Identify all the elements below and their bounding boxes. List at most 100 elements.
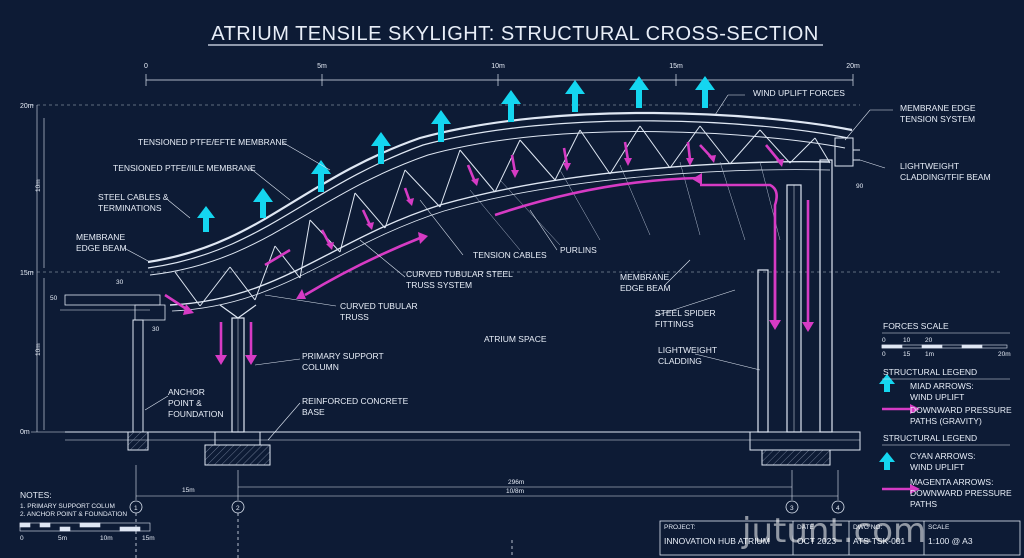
legend-magenta-text: DOWNWARD PRESSURE: [910, 488, 1012, 498]
gravity-arrows: [164, 141, 912, 491]
top-scale-label: 10m: [491, 63, 505, 70]
forces-scale-tick: 0: [882, 351, 886, 358]
callout-primary-support: PRIMARY SUPPORT: [302, 351, 384, 361]
callout-curved-truss-system: TRUSS SYSTEM: [406, 280, 472, 290]
callout-steel-spider: STEEL SPIDER: [655, 308, 716, 318]
truss-bottom-chord-2: [171, 169, 831, 312]
right-column-a: [757, 269, 769, 433]
title-block-dwg-label: DWG NO:: [853, 524, 882, 531]
notes-scale-label: 0: [20, 535, 24, 542]
callout-wind-uplift: WIND UPLIFT FORCES: [753, 88, 845, 98]
callout-membrane-edge-beam-right: MEMBRANE: [620, 272, 669, 282]
tension-cables: [469, 161, 781, 251]
bottom-dim: 296m: [508, 479, 524, 486]
note-item: 1. PRIMARY SUPPORT COLUM: [20, 503, 115, 510]
title-block-scale: 1:100 @ A3: [928, 536, 973, 546]
callout-anchor-point: ANCHOR: [168, 387, 205, 397]
callout-membrane-edge-beam-right: EDGE BEAM: [620, 283, 671, 293]
watermark: jutunt.com: [741, 511, 926, 551]
forces-scale-tick: 0: [882, 337, 886, 344]
forces-scale-tick: 10: [903, 337, 911, 344]
notes-scale-label: 15m: [142, 535, 155, 542]
callout-anchor-point: POINT &: [168, 398, 202, 408]
note-item: 2. ANCHOR POINT & FOUNDATION: [20, 511, 127, 518]
column-left-outer: [132, 319, 144, 433]
callout-reinforced-base: REINFORCED CONCRETE: [302, 396, 409, 406]
truss-top-chord: [149, 131, 846, 276]
legend-magenta-text: PATHS: [910, 499, 937, 509]
top-scale-label: 20m: [846, 63, 860, 70]
forces-scale-bar: [881, 344, 1008, 349]
bottom-dim: 10/8m: [506, 488, 524, 495]
side-dim-label: 10m: [35, 179, 42, 192]
title-block-scale-label: SCALE: [928, 524, 950, 531]
callout-lightweight-cladding: CLADDING: [658, 356, 702, 366]
callout-curved-truss: TRUSS: [340, 312, 369, 322]
small-dim: 30: [116, 279, 124, 286]
side-scale-label: 0m: [20, 429, 30, 436]
right-foundation: [749, 431, 861, 466]
side-scale: [31, 104, 1000, 433]
legend-magenta-text: PATHS (GRAVITY): [910, 416, 982, 426]
callout-ptfe-membrane: TENSIONED PTFE/EFTE MEMBRANE: [138, 137, 288, 147]
bottom-dimensions: [135, 465, 839, 500]
grid-marker-label: 4: [836, 505, 840, 512]
notes-heading: NOTES:: [20, 490, 52, 500]
side-scale-label: 20m: [20, 103, 34, 110]
left-slab: [60, 294, 166, 321]
small-dim: 50: [50, 295, 58, 302]
forces-scale-tick: 20m: [998, 351, 1011, 358]
title-block-project: INNOVATION HUB ATRIUM: [664, 536, 770, 546]
right-column-c: [819, 159, 833, 433]
forces-scale-heading: FORCES SCALE: [883, 321, 949, 331]
legend-cyan-text: CYAN ARROWS:: [910, 451, 976, 461]
grid-marker-label: 2: [236, 505, 240, 512]
title-block-date-label: DATE: [797, 524, 815, 531]
callout-membrane-edge-beam-left: EDGE BEAM: [76, 243, 127, 253]
legend-heading: STRUCTURAL LEGEND: [883, 433, 977, 443]
title-block-date: OCT 2023: [797, 536, 836, 546]
notes-scale-label: 5m: [58, 535, 67, 542]
title-block: [659, 520, 1021, 556]
right-column-b: [786, 184, 802, 433]
right-edge-cap: [834, 137, 860, 167]
legend-cyan-text: MIAD ARROWS:: [910, 381, 974, 391]
outer-membrane: [147, 111, 853, 264]
legend-magenta-text: MAGENTA ARROWS:: [910, 477, 993, 487]
callout-lightweight-cladding-beam: CLADDING/TFIF BEAM: [900, 172, 991, 182]
membrane-inner-line: [147, 120, 849, 269]
title-block-dwg: ATS-TSK-001: [853, 536, 906, 546]
legend-magenta-text: DOWNWARD PRESSURE: [910, 405, 1012, 415]
notes-scale-label: 10m: [100, 535, 113, 542]
callout-membrane-edge-tension: MEMBRANE EDGE: [900, 103, 976, 113]
legend-heading: STRUCTURAL LEGEND: [883, 367, 977, 377]
truss-webs: [174, 125, 831, 307]
forces-scale-tick: 1m: [925, 351, 934, 358]
forces-scale-tick: 20: [925, 337, 933, 344]
top-scale-label: 0: [144, 63, 148, 70]
side-scale-label: 15m: [20, 270, 34, 277]
callout-steel-spider: FITTINGS: [655, 319, 694, 329]
grid-markers: [129, 500, 845, 558]
page-title: ATRIUM TENSILE SKYLIGHT: STRUCTURAL CROS…: [211, 23, 819, 45]
notes-scale-bar: [19, 522, 151, 532]
left-foundation: [127, 431, 271, 466]
callout-lightweight-cladding: LIGHTWEIGHT: [658, 345, 717, 355]
legend-cyan-text: WIND UPLIFT: [910, 462, 964, 472]
callout-primary-support: COLUMN: [302, 362, 339, 372]
callout-steel-cables: TERMINATIONS: [98, 203, 162, 213]
gravity-arrowheads: [183, 155, 920, 494]
grid-marker-label: 3: [790, 505, 794, 512]
title-block-project-label: PROJECT:: [664, 524, 696, 531]
callout-steel-cables: STEEL CABLES &: [98, 192, 169, 202]
top-scale: [145, 74, 854, 86]
callout-purlins: PURLINS: [560, 245, 597, 255]
small-dim: 90: [856, 183, 864, 190]
legend-cyan-text: WIND UPLIFT: [910, 392, 964, 402]
leader-lines: [123, 94, 893, 441]
grid-marker-label: 1: [134, 505, 138, 512]
wind-uplift-arrows: [197, 76, 895, 470]
callout-lightweight-cladding-beam: LIGHTWEIGHT: [900, 161, 959, 171]
callout-anchor-point: FOUNDATION: [168, 409, 224, 419]
